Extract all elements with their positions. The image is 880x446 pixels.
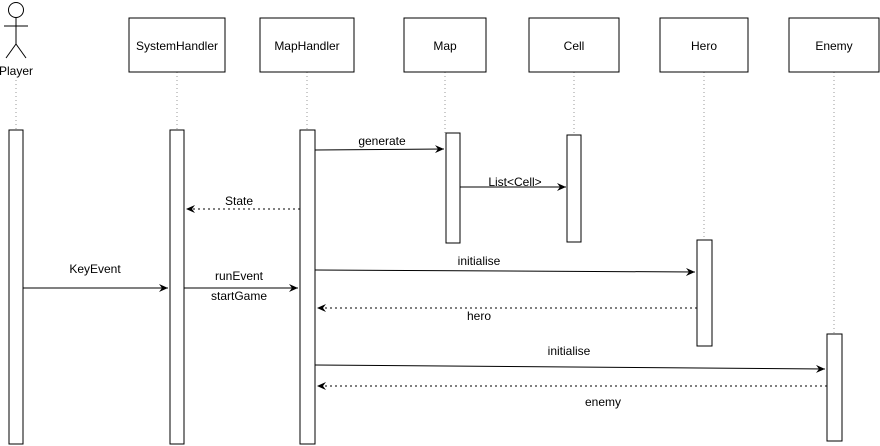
participant-label-system-handler: SystemHandler xyxy=(136,39,218,53)
activation-enemy xyxy=(826,333,843,442)
message-generate-arrow xyxy=(314,145,445,154)
participant-label-cell: Cell xyxy=(564,39,585,53)
player-actor xyxy=(4,2,28,59)
message-list-cell-label: List<Cell> xyxy=(488,175,541,189)
participant-label-enemy: Enemy xyxy=(815,39,852,53)
participant-box-system-handler xyxy=(128,17,226,73)
participant-label-map: Map xyxy=(433,39,457,53)
message-run-event-label: runEvent xyxy=(215,269,264,283)
message-start-game-label: startGame xyxy=(211,289,267,303)
message-initialise-enemy-arrow xyxy=(314,364,826,373)
message-hero-return-label: hero xyxy=(467,309,491,323)
participant-box-map xyxy=(403,17,487,73)
message-initialise-hero-arrow xyxy=(314,267,696,276)
participant-box-hero xyxy=(659,17,749,73)
participant-label-hero: Hero xyxy=(691,39,717,53)
message-initialise-enemy-label: initialise xyxy=(548,344,591,358)
activation-map xyxy=(445,132,461,244)
participant-label-map-handler: MapHandler xyxy=(274,39,339,53)
participant-box-map-handler xyxy=(259,17,355,73)
activation-system-handler xyxy=(169,129,185,445)
message-generate-label: generate xyxy=(358,134,406,148)
message-enemy-return-label: enemy xyxy=(585,395,621,409)
activation-cell xyxy=(566,134,582,243)
message-state-label: State xyxy=(225,194,253,208)
activation-map-handler xyxy=(299,129,316,445)
activation-hero xyxy=(696,239,713,347)
activation-player xyxy=(8,129,24,445)
participant-box-cell xyxy=(528,17,620,73)
participant-box-enemy xyxy=(788,17,880,73)
participant-label-player: Player xyxy=(0,64,33,78)
message-initialise-hero-label: initialise xyxy=(458,254,501,268)
message-key-event-label: KeyEvent xyxy=(69,262,121,276)
